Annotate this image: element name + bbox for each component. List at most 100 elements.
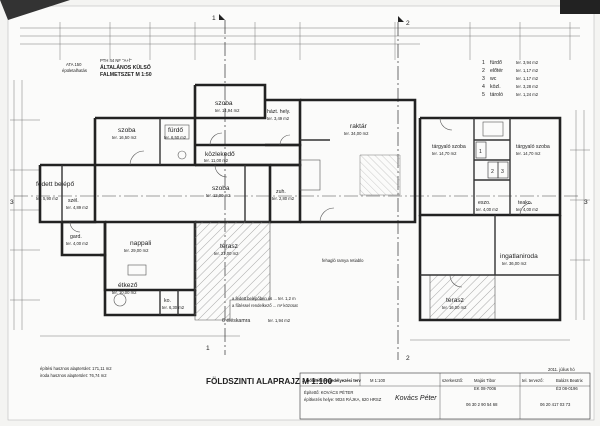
- office-tag-2: 2: [491, 169, 494, 175]
- room-szoba-mid-name: szoba: [212, 185, 230, 192]
- stamp-scale: M 1:100: [370, 378, 386, 383]
- room-dieskamra-name: 6 éléskamra: [222, 318, 250, 324]
- area-line-1: építési hasznos alapterület: 171,11 m2: [40, 366, 112, 371]
- note-1: a fedett belépőben és ... ter. 1,2 m: [232, 296, 296, 301]
- section-label-1-top: 1: [212, 15, 216, 22]
- office-tag-1: 1: [479, 149, 482, 155]
- room-szoba-top-area: ter. 14,94 m2: [215, 108, 240, 113]
- room-legend: 1 fürdő ter. 3,94 m2 2 előtér ter. 1,17 …: [482, 60, 539, 98]
- room-labels-main: szoba ter. 14,94 m2 szoba ter. 16,50 m2 …: [36, 100, 369, 324]
- room-furdo-name: fürdő: [168, 127, 183, 134]
- legend-name-3: wc: [490, 76, 497, 82]
- room-terasz-right-name: terasz: [446, 297, 464, 304]
- room-szel-name: szél.: [68, 198, 79, 204]
- legend-no-3: 3: [482, 76, 485, 82]
- room-ko-name: ko.: [164, 298, 171, 304]
- room-ingatlan-name: ingatlaniroda: [500, 253, 538, 260]
- stamp-szerkeszto: szerkesztő:: [442, 378, 463, 383]
- room-zuh-area: ter. 2,80 m2: [272, 196, 295, 201]
- note-tetosik: fehagló ramya retiablo: [322, 258, 364, 263]
- room-terasz-mid-area: ter. 21,00 m2: [214, 251, 239, 256]
- stamp-brand: ... bővítési engedélyezési terv: [302, 378, 362, 383]
- note-2: a fűtéssel rendelkező ... m² közcsat: [232, 303, 298, 308]
- legend-no-4: 4: [482, 84, 485, 90]
- room-kozlekedo-name: közlekedő: [205, 151, 235, 158]
- stamp-tel: tel. tervező:: [522, 378, 544, 383]
- room-eszo-area: ter. 4,00 m2: [476, 207, 499, 212]
- legend-area-4: ter. 3,28 m2: [516, 84, 539, 89]
- room-szoba-mid-area: ter. 12,00 m2: [206, 193, 231, 198]
- stamp-phone2: 06 20 417 03 73: [540, 402, 571, 407]
- stamp-designer2-id: É3 08-0196: [556, 386, 578, 391]
- stamp-location: építkezés helye: 9024 RÁJKA, 620 HRSZ: [304, 397, 382, 402]
- stamp-date: 2011. július hó: [548, 367, 575, 372]
- stamp-client: Építettő: KOVÁCS PÉTER: [304, 390, 353, 395]
- room-terasz-right-area: ter. 16,00 m2: [442, 305, 467, 310]
- title-block: ... bővítési engedélyezési terv Építettő…: [299, 367, 591, 420]
- drawing-title: FÖLDSZINTI ALAPRAJZ M 1:100: [206, 376, 333, 386]
- section-line-2: [397, 16, 404, 360]
- legend-name-1: fürdő: [490, 60, 502, 66]
- room-szoba-left-name: szoba: [118, 127, 136, 134]
- legend-name-5: tároló: [490, 92, 503, 98]
- room-furdo-area: ter. 6,50 m2: [164, 135, 187, 140]
- room-fedett-area: ter. 5,90 m2: [36, 196, 59, 201]
- room-targy2-area: ter. 14,70 m2: [516, 151, 541, 156]
- walls-office-wing: [418, 116, 562, 322]
- section-label-2-bottom: 2: [406, 355, 410, 362]
- section-label-3-left: 3: [10, 199, 14, 206]
- door-swings: [69, 117, 533, 288]
- room-kozlekedo-area: ter. 11,00 m2: [204, 158, 229, 163]
- legend-area-2: ter. 1,17 m2: [516, 68, 539, 73]
- room-teako-name: teako.: [518, 200, 532, 206]
- section-label-1-bottom: 1: [206, 345, 210, 352]
- room-labels-office: tárgyaló szoba ter. 14,70 m2 tárgyaló sz…: [432, 144, 550, 310]
- facade-note-line2: FALMETSZET M 1:50: [100, 72, 152, 78]
- room-nappali-name: nappali: [130, 240, 152, 247]
- room-raktar-name: raktár: [350, 123, 368, 130]
- legend-area-1: ter. 3,94 m2: [516, 60, 539, 65]
- room-nappali-area: ter. 29,00 m2: [124, 248, 149, 253]
- furniture-hints: [113, 121, 504, 307]
- legend-no-2: 2: [482, 68, 485, 74]
- site-note-line1: ATA 150: [66, 62, 82, 67]
- room-ingatlan-area: ter. 36,00 m2: [502, 261, 527, 266]
- legend-area-5: ter. 1,24 m2: [516, 92, 539, 97]
- room-hazt-area: ter. 3,49 m2: [267, 116, 290, 121]
- room-szoba-top-name: szoba: [215, 100, 233, 107]
- legend-no-5: 5: [482, 92, 485, 98]
- bottom-dimension-lines: [40, 335, 570, 341]
- room-szoba-left-area: ter. 16,50 m2: [112, 135, 137, 140]
- stamp-designer2: Balázs Beatrix: [556, 378, 584, 383]
- legend-no-1: 1: [482, 60, 485, 66]
- site-note-line2: épületalhatás: [62, 68, 87, 73]
- storage-inner-hatch: [359, 154, 401, 196]
- room-teako-area: ter. 4,00 m2: [516, 207, 539, 212]
- legend-area-3: ter. 1,17 m2: [516, 76, 539, 81]
- room-zuh-name: zuh.: [276, 189, 286, 195]
- stamp-phone1: 06 30 2 90 54 68: [466, 402, 498, 407]
- facade-code: PTH 44 NF "A+f": [100, 58, 132, 63]
- room-hazt-name: házt. hely.: [267, 109, 290, 115]
- room-targy2-name: tárgyaló szoba: [516, 144, 550, 150]
- legend-name-4: közl.: [490, 84, 501, 90]
- area-line-2: iroda hasznos alapterület: 76,74 m2: [40, 373, 107, 378]
- top-dimension-lines: [20, 22, 580, 60]
- room-gard-name: gard.: [70, 234, 82, 240]
- right-dimension-lines: [570, 110, 590, 320]
- stamp-signature: Kovács Péter: [395, 395, 437, 402]
- room-raktar-area: ter. 34,00 m2: [344, 131, 369, 136]
- room-etkezo-name: étkező: [118, 282, 138, 289]
- room-ko-area: ter. 6,30 m2: [162, 305, 185, 310]
- office-number-tags: 1 2 3: [475, 141, 509, 179]
- paper-fold-corner: [0, 0, 70, 20]
- room-targy1-name: tárgyaló szoba: [432, 144, 466, 150]
- left-dimension-lines: [10, 80, 40, 330]
- room-gard-area: ter. 4,00 m2: [66, 241, 89, 246]
- office-tag-3: 3: [501, 169, 504, 175]
- terrace-middle-hatch: [194, 221, 271, 321]
- room-szel-area: ter. 4,89 m2: [66, 205, 89, 210]
- section-label-2-top: 2: [406, 20, 410, 27]
